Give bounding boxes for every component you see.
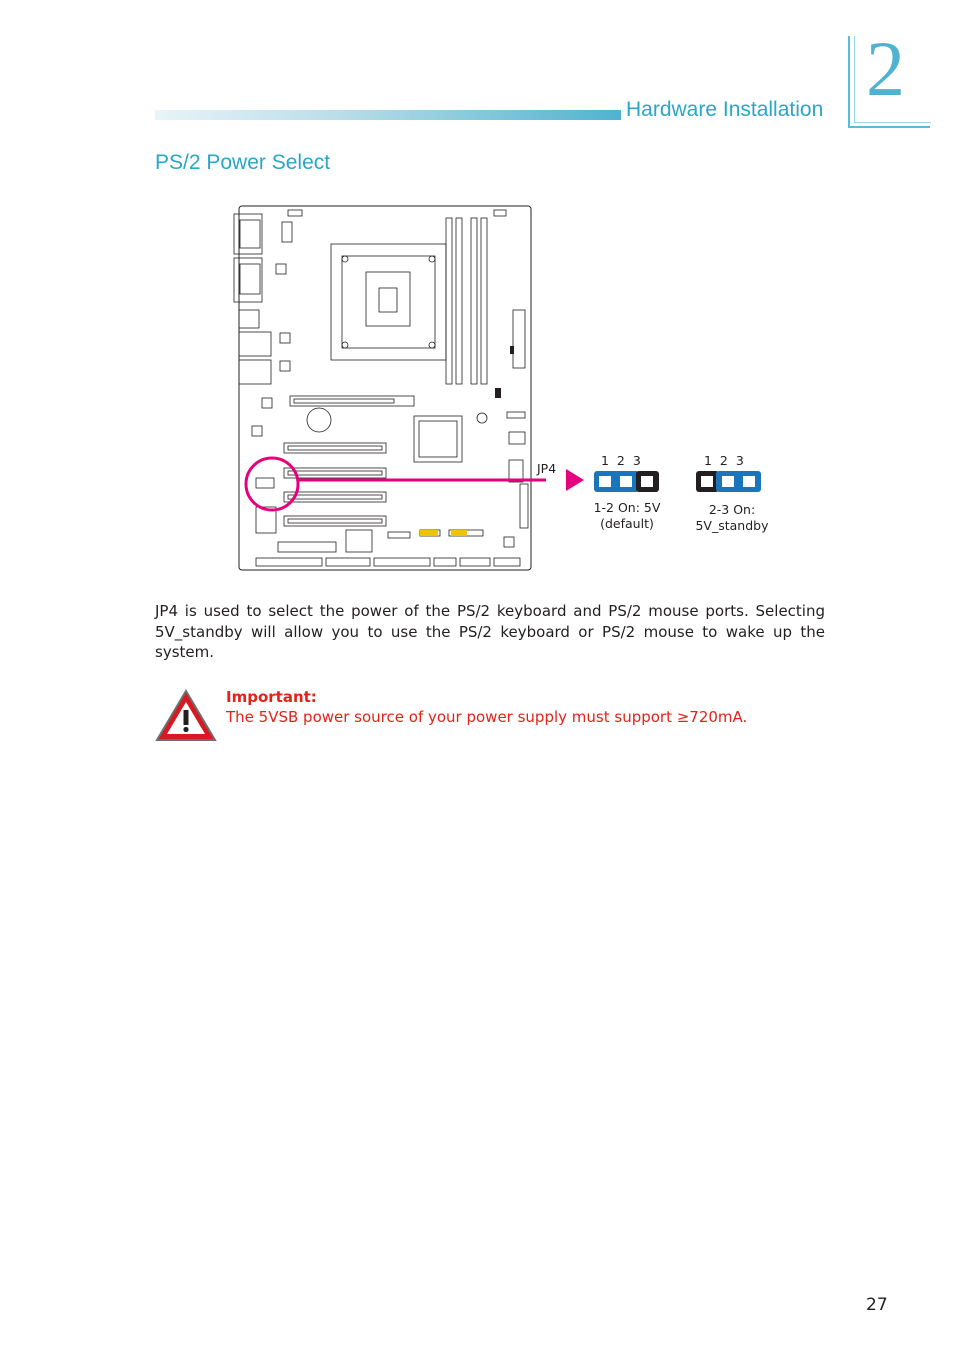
important-label: Important: [226,688,317,706]
jumper-a-caption-line2: (default) [600,516,654,531]
jp4-label: JP4 [537,461,557,476]
jumper-a-caption-line1: 1-2 On: 5V [593,500,661,515]
jumper-a-pin-numbers: 1 2 3 [601,453,641,468]
jumper-b-caption-line1: 2-3 On: [708,502,756,517]
arrow-head-icon [566,469,584,491]
jumper-b-caption-line2: 5V_standby [695,518,769,533]
motherboard-diagram [233,205,546,571]
jumper-2-3-on-icon [696,471,761,492]
chapter-number: 2 [866,25,905,112]
body-paragraph: JP4 is used to select the power of the P… [155,602,825,661]
warning-triangle-icon [155,689,217,741]
jumper-1-2-on-icon [594,471,659,492]
chapter-title: Hardware Installation [626,98,824,121]
page-number: 27 [866,1295,888,1315]
header-gradient-bar [155,110,621,120]
jumper-b-pin-numbers: 1 2 3 [704,453,744,468]
section-title: PS/2 Power Select [155,151,331,174]
chapter-box-inner [854,36,931,123]
chapter-box [848,36,930,128]
important-text: The 5VSB power source of your power supp… [226,708,748,726]
